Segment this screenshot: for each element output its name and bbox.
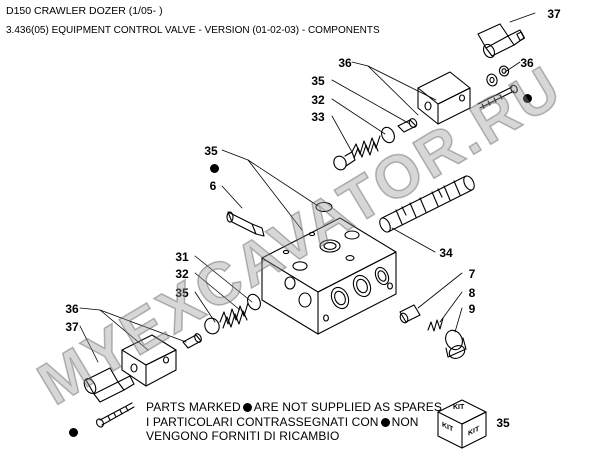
valve-block: [261, 217, 397, 335]
not-supplied-marker: [209, 163, 219, 173]
page-subtitle: 3.436(05) EQUIPMENT CONTROL VALVE - VERS…: [6, 25, 380, 36]
plunger-left: [182, 333, 202, 349]
long-bolt-bottom: [96, 402, 135, 428]
callout-35-top: 35: [311, 74, 325, 88]
note-line-2: I PARTICOLARI CONTRASSEGNATI CON NON: [146, 415, 442, 430]
valve-spool: [379, 175, 475, 233]
note-line-2-end: NON: [391, 414, 419, 429]
o-ring-top: [381, 126, 395, 144]
solenoid-cartridge-top: [477, 23, 526, 59]
note-line-1: PARTS MARKED ARE NOT SUPPLIED AS SPARES: [146, 400, 442, 415]
note-line-3: VENGONO FORNITI DI RICAMBIO: [146, 429, 340, 443]
callout-36-top-right: 36: [520, 56, 534, 70]
dot-symbol-icon: [380, 417, 390, 427]
spares-notes: PARTS MARKED ARE NOT SUPPLIED AS SPARES I…: [146, 400, 442, 444]
dot-symbol-icon: [242, 403, 252, 412]
leader-lines: [79, 12, 536, 363]
long-bolt-top: [477, 84, 518, 109]
spring-top: [351, 135, 381, 159]
o-ring-left-b: [204, 317, 220, 335]
valve-cap-top: [417, 71, 471, 125]
plug-9: [445, 329, 467, 359]
callout-31: 31: [175, 250, 189, 264]
spring-cup: [333, 151, 356, 171]
not-supplied-marker: [68, 427, 78, 437]
o-ring-left-a: [247, 293, 261, 311]
callout-37-top: 37: [547, 7, 561, 21]
callout-8: 8: [468, 286, 476, 300]
callout-32-top: 32: [311, 93, 325, 107]
note-line-2-start: I PARTICOLARI CONTRASSEGNATI CON: [146, 414, 379, 429]
valve-cap-left: [121, 334, 177, 387]
small-rings-top: [486, 65, 510, 87]
detent-pin: [226, 211, 265, 237]
check-poppet: [399, 304, 421, 324]
page-title: D150 CRAWLER DOZER (1/05- ): [6, 5, 163, 17]
callout-7: 7: [468, 267, 476, 281]
kit-label-top: KIT: [453, 404, 465, 411]
kit-cube-icon: [437, 399, 487, 449]
callout-37-left: 37: [65, 320, 79, 334]
not-supplied-marker: [522, 93, 532, 103]
callout-6: 6: [209, 179, 217, 193]
callout-36-left: 36: [65, 302, 79, 316]
callout-34: 34: [439, 246, 453, 260]
callout-35-kit: 35: [496, 416, 510, 430]
note-line-1-start: PARTS MARKED: [146, 400, 241, 414]
callout-35-low: 35: [175, 286, 189, 300]
callout-9: 9: [468, 302, 476, 316]
spring-left: [219, 302, 249, 329]
callout-35-mid: 35: [204, 144, 218, 158]
callout-36-top: 36: [338, 56, 352, 70]
solenoid-cartridge-left: [83, 367, 135, 403]
callout-33: 33: [311, 110, 325, 124]
note-line-1-end: ARE NOT SUPPLIED AS SPARES: [253, 400, 443, 414]
o-ring-mid: [315, 201, 333, 213]
plunger-top: [397, 118, 418, 133]
callout-32-mid: 32: [175, 267, 189, 281]
check-spring: [427, 317, 444, 332]
